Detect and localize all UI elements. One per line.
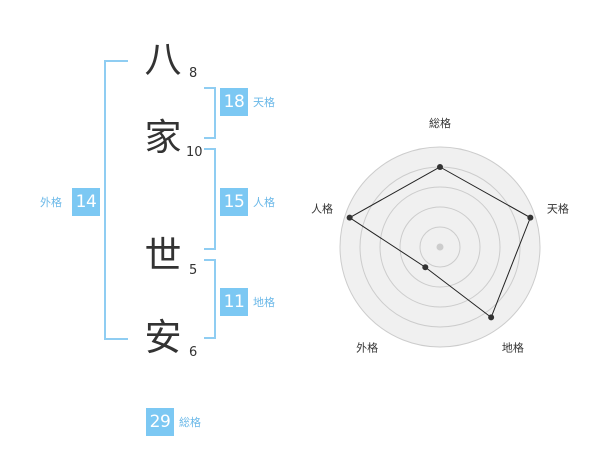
radar-point [422,264,429,271]
soukaku-value: 29 [146,408,174,436]
radar-ring [339,146,541,348]
chikaku-label: 地格 [253,296,275,309]
name-char-3: 世 [144,234,182,277]
stroke-count-2: 10 [186,145,203,160]
soukaku-label: 総格 [179,416,201,429]
chikaku-value: 11 [220,288,248,316]
chikaku-bracket [204,259,216,339]
gaikaku-value: 14 [72,188,100,216]
name-char-1: 八 [144,38,182,81]
stroke-count-3: 5 [189,263,198,278]
stroke-count-4: 6 [189,345,198,360]
radar-axis-label: 総格 [429,116,451,130]
radar-ring [419,226,461,268]
radar-ring [379,186,501,308]
radar-point [527,214,534,221]
radar-center [436,243,444,251]
radar-axis-label: 天格 [547,202,569,216]
radar-ring [399,206,481,288]
radar-axis-label: 地格 [502,340,524,354]
tenkaku-label: 天格 [253,96,275,109]
radar-axis-label: 人格 [311,202,333,216]
radar-axis-label: 外格 [356,340,378,354]
name-char-4: 安 [144,316,182,359]
jinkaku-bracket [204,148,216,250]
jinkaku-label: 人格 [253,196,275,209]
outer-bracket [104,60,128,340]
radar-point [437,164,443,170]
tenkaku-bracket [204,87,216,139]
radar-point [488,314,495,321]
tenkaku-value: 18 [220,88,248,116]
radar-point [346,214,353,221]
stroke-count-1: 8 [189,66,198,81]
radar-polygon [348,166,531,319]
jinkaku-value: 15 [220,188,248,216]
name-char-2: 家 [144,116,182,159]
gaikaku-label: 外格 [40,196,62,209]
